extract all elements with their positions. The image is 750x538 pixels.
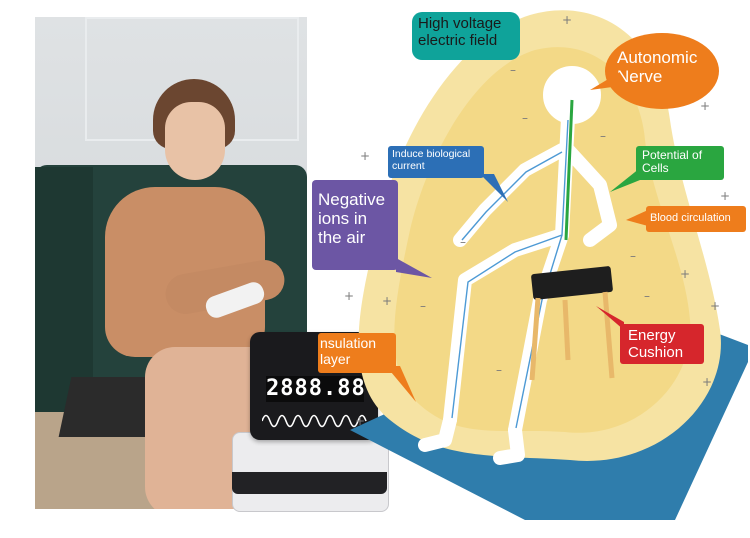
plus-sign: + bbox=[710, 299, 721, 313]
minus-sign: – bbox=[496, 363, 502, 377]
induce-current-label: Induce biological current bbox=[388, 146, 484, 178]
plus-sign: + bbox=[344, 289, 355, 303]
device-digit-display: 2888.88 bbox=[266, 376, 366, 402]
insulation-layer-label: nsulation layer bbox=[318, 333, 396, 373]
plus-sign: + bbox=[355, 414, 366, 428]
minus-sign: – bbox=[420, 299, 426, 313]
energy-cushion-label: Energy Cushion bbox=[620, 324, 704, 364]
induce-pointer bbox=[480, 174, 508, 202]
high-voltage-label: High voltage electric field bbox=[412, 12, 520, 60]
potential-cells-label: Potential of Cells bbox=[636, 146, 724, 180]
plus-sign: + bbox=[702, 375, 713, 389]
plus-sign: + bbox=[382, 294, 393, 308]
body-field-illustration bbox=[350, 10, 748, 520]
autonomic-nerve-label: Autonomic Nerve bbox=[605, 33, 719, 109]
plus-sign: + bbox=[360, 149, 371, 163]
therapy-diagram: High voltage electric field Autonomic Ne… bbox=[300, 0, 750, 538]
woman-face bbox=[165, 102, 225, 180]
potential-pointer bbox=[610, 168, 640, 192]
negative-pointer bbox=[396, 258, 432, 278]
insulation-pointer bbox=[386, 366, 416, 402]
plus-sign: + bbox=[680, 267, 691, 281]
energy-pointer bbox=[596, 306, 624, 330]
blood-pointer bbox=[626, 210, 648, 226]
minus-sign: – bbox=[460, 235, 466, 249]
minus-sign: – bbox=[600, 129, 606, 143]
minus-sign: – bbox=[510, 63, 516, 77]
negative-ions-label: Negative ions in the air bbox=[312, 180, 398, 270]
minus-sign: – bbox=[522, 111, 528, 125]
device-wave-display bbox=[262, 414, 367, 428]
device-port-strip bbox=[232, 472, 387, 494]
sofa-arm bbox=[35, 167, 93, 417]
chair-legs bbox=[529, 291, 615, 381]
plus-sign: + bbox=[720, 189, 731, 203]
minus-sign: – bbox=[644, 289, 650, 303]
energy-cushion-seat bbox=[531, 266, 613, 300]
blood-circulation-label: Blood circulation bbox=[646, 206, 746, 232]
plus-sign: + bbox=[562, 13, 573, 27]
nerve-lines bbox=[451, 119, 569, 429]
spinal-nerve bbox=[564, 99, 574, 241]
plus-sign: + bbox=[700, 99, 711, 113]
minus-sign: – bbox=[630, 249, 636, 263]
autonomic-pointer bbox=[590, 72, 620, 90]
